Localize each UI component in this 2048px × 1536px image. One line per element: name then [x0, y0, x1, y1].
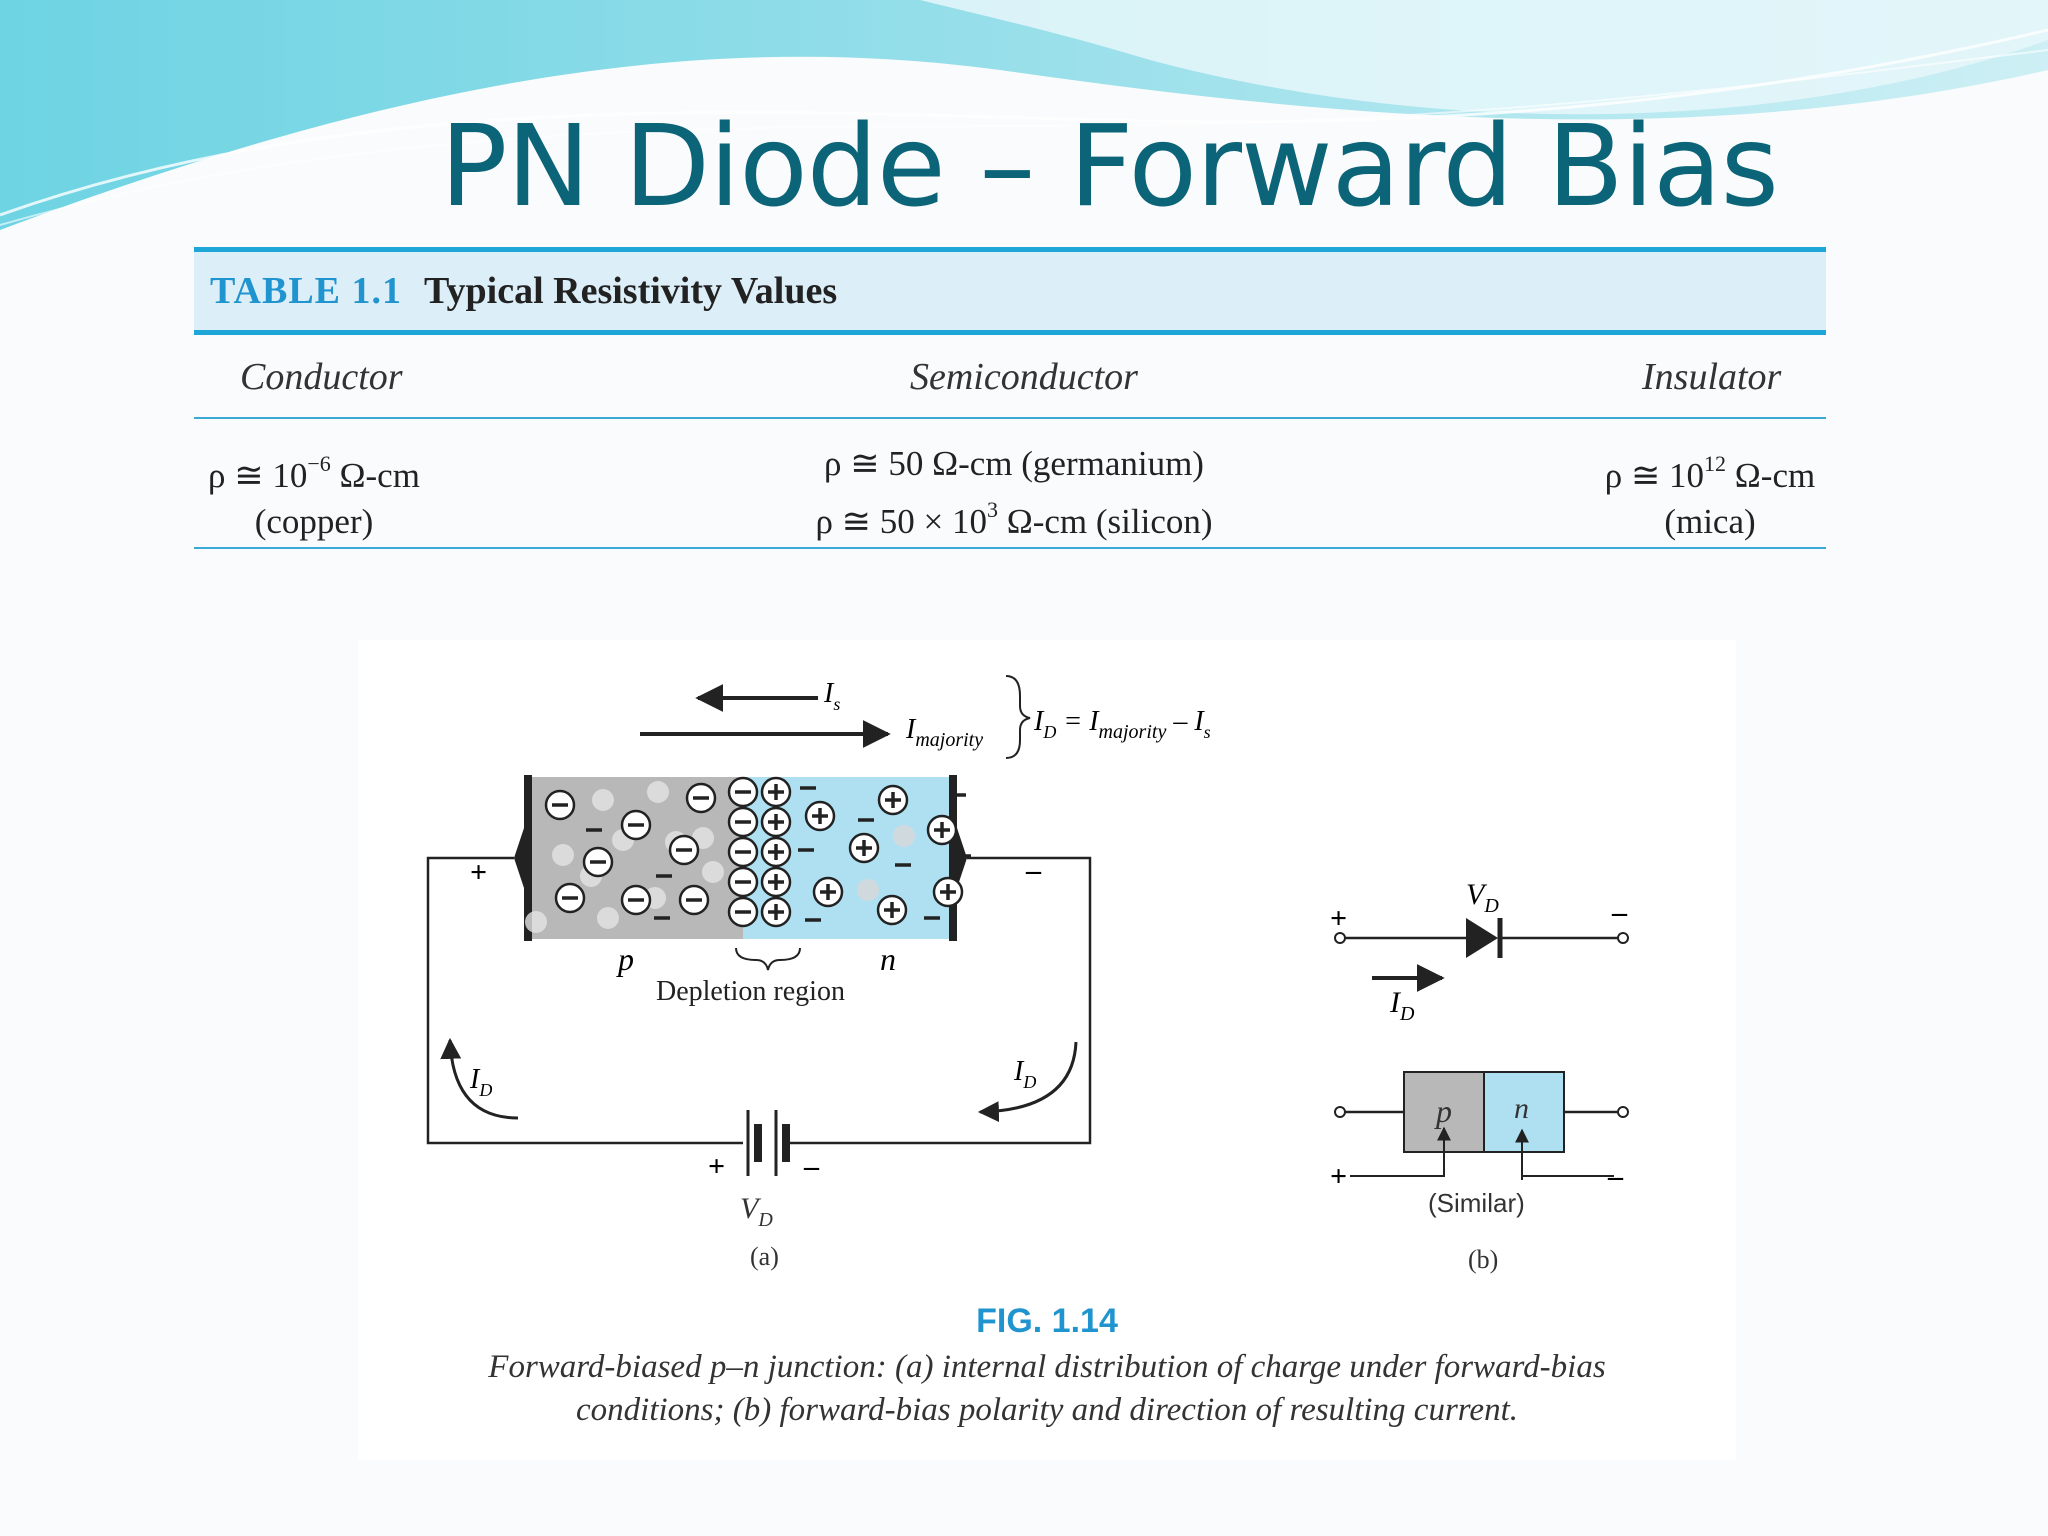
right-minus: – — [1025, 854, 1042, 887]
n-label-b: n — [1514, 1092, 1529, 1125]
header-insulator: Insulator — [1642, 356, 1782, 398]
id-arrow-right — [977, 1041, 1078, 1123]
hole-icon — [525, 911, 547, 933]
left-plus: + — [470, 856, 487, 889]
cell-semiconductor: ρ ≅ 50 Ω-cm (germanium) ρ ≅ 50 × 103 Ω-c… — [815, 444, 1213, 541]
header-conductor: Conductor — [240, 356, 403, 398]
left-contact — [524, 775, 532, 941]
battery-symbol — [746, 1110, 790, 1176]
panel-b-label: (b) — [1468, 1245, 1498, 1274]
depletion-label: Depletion region — [656, 976, 845, 1007]
id-label-b: ID — [1389, 986, 1415, 1025]
hole-icon — [702, 861, 724, 883]
block-minus: – — [1607, 1160, 1624, 1193]
figure-label: FIG. 1.14 — [976, 1302, 1118, 1340]
n-label-a: n — [880, 941, 896, 977]
id-arrow-left — [440, 1037, 519, 1120]
block-plus: + — [1330, 1160, 1347, 1193]
table-number: TABLE 1.1 — [210, 270, 403, 312]
hole-icon — [857, 879, 879, 901]
similar-label: (Similar) — [1428, 1188, 1525, 1218]
table-data-row: ρ ≅ 10−6 Ω-cm (copper) ρ ≅ 50 Ω-cm (germ… — [194, 419, 1826, 549]
charge-carriers — [525, 776, 971, 933]
cell-conductor: ρ ≅ 10−6 Ω-cm (copper) — [208, 451, 420, 541]
id-equation: ID = Imajority – Is — [1033, 706, 1211, 743]
right-contact — [949, 775, 957, 941]
diode-minus: – — [1611, 896, 1628, 929]
hole-icon — [592, 789, 614, 811]
depletion-brace — [735, 947, 801, 971]
hole-icon — [893, 825, 915, 847]
battery-minus: – — [803, 1150, 820, 1183]
figure-caption-line-1: Forward-biased p–n junction: (a) interna… — [488, 1349, 1606, 1385]
vd-label-a: VD — [740, 1192, 773, 1231]
figure-caption: Forward-biased p–n junction: (a) interna… — [358, 1346, 1736, 1432]
diode-plus: + — [1330, 902, 1347, 935]
hole-icon — [552, 844, 574, 866]
id-label-right: ID — [1013, 1056, 1036, 1092]
circuit-wire-right — [788, 856, 1092, 1145]
table-name: Typical Resistivity Values — [424, 270, 838, 312]
hole-icon — [647, 781, 669, 803]
table-top-rule — [194, 247, 1826, 252]
header-semiconductor: Semiconductor — [910, 356, 1138, 398]
panel-a: Is Imajority ID = Imajority – Is + – — [426, 675, 1211, 1271]
table-header-row: Conductor Semiconductor Insulator — [194, 335, 1826, 419]
panel-a-label: (a) — [750, 1242, 779, 1271]
table-caption: TABLE 1.1 Typical Resistivity Values — [194, 252, 1826, 335]
circuit-wire-left — [426, 856, 743, 1145]
p-label-a: p — [616, 941, 634, 977]
resistivity-table: TABLE 1.1 Typical Resistivity Values Con… — [194, 247, 1826, 549]
id-label-left: ID — [469, 1064, 492, 1100]
diode-symbol — [1466, 918, 1498, 958]
is-label: Is — [823, 678, 840, 714]
hole-icon — [597, 907, 619, 929]
figure-caption-line-2: conditions; (b) forward-bias polarity an… — [576, 1392, 1518, 1428]
vd-label-b: VD — [1466, 878, 1499, 917]
equation-brace — [1005, 675, 1031, 759]
cell-insulator: ρ ≅ 1012 Ω-cm (mica) — [1604, 451, 1816, 541]
imajority-label: Imajority — [905, 714, 983, 751]
slide-title: PN Diode – Forward Bias — [440, 102, 1779, 232]
panel-b: + – VD ID p n + – (Similar) (b) — [1330, 878, 1629, 1274]
figure-1-14: Is Imajority ID = Imajority – Is + – — [358, 640, 1736, 1460]
battery-plus: + — [708, 1150, 725, 1183]
p-label-b: p — [1434, 1093, 1452, 1129]
